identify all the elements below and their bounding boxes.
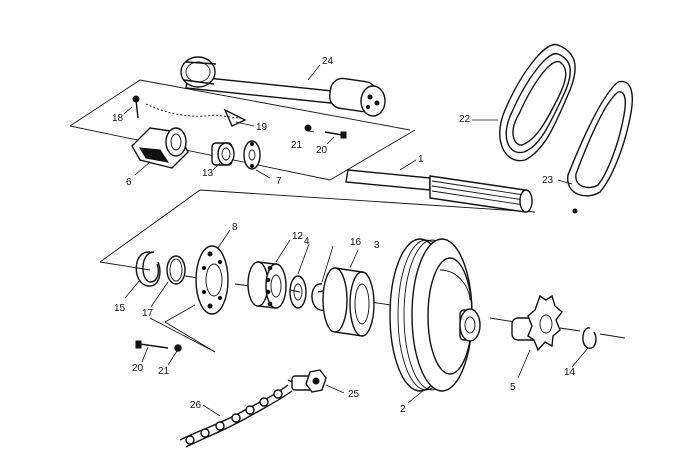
callout-3: 3 bbox=[374, 240, 380, 251]
lower-nut-part bbox=[174, 344, 182, 352]
bushing-part bbox=[322, 267, 375, 337]
upper-nut-part bbox=[304, 124, 312, 132]
callout-19: 19 bbox=[256, 122, 268, 133]
pto-shaft-part bbox=[180, 56, 386, 117]
circlip-right-part bbox=[582, 327, 597, 349]
callout-22: 22 bbox=[459, 114, 471, 125]
callout-4: 4 bbox=[304, 236, 310, 247]
callout-21-upper: 21 bbox=[291, 140, 303, 151]
callout-12: 12 bbox=[292, 231, 304, 242]
circlip-left-part bbox=[135, 251, 161, 287]
double-v-belt-part bbox=[499, 43, 576, 162]
chain-tensioner-part bbox=[287, 369, 327, 393]
callout-14: 14 bbox=[564, 367, 576, 378]
callout-25: 25 bbox=[348, 389, 360, 400]
bearing-housing-part bbox=[131, 127, 189, 169]
callout-2: 2 bbox=[400, 404, 406, 415]
callout-26: 26 bbox=[190, 400, 202, 411]
roller-chain-part bbox=[179, 384, 293, 448]
callout-23: 23 bbox=[542, 175, 554, 186]
sprocket-part bbox=[511, 294, 563, 352]
callout-24: 24 bbox=[322, 56, 334, 67]
callout-18: 18 bbox=[112, 113, 124, 124]
callout-13: 13 bbox=[202, 168, 214, 179]
callout-6: 6 bbox=[126, 177, 132, 188]
chain-bolt-part bbox=[132, 95, 140, 119]
lower-bolt-part bbox=[135, 340, 169, 349]
single-v-belt-part bbox=[567, 80, 633, 197]
safety-chain-part bbox=[145, 103, 247, 127]
callout-numbers: 1 2 3 4 5 6 7 8 12 13 14 15 16 17 18 19 … bbox=[112, 56, 576, 415]
callout-8: 8 bbox=[232, 222, 238, 233]
main-shaft-part bbox=[345, 169, 578, 214]
callout-5: 5 bbox=[510, 382, 516, 393]
upper-bolt-part bbox=[324, 131, 347, 139]
leader-lines bbox=[123, 64, 589, 417]
callout-7: 7 bbox=[276, 176, 282, 187]
main-axis-line bbox=[99, 261, 626, 339]
flange-plate-part bbox=[195, 245, 229, 315]
callout-15: 15 bbox=[114, 303, 126, 314]
callout-16: 16 bbox=[350, 237, 362, 248]
spacer-washer-part bbox=[289, 275, 307, 309]
callout-21-lower: 21 bbox=[158, 366, 170, 377]
callout-20-lower: 20 bbox=[132, 363, 144, 374]
main-bearing-part bbox=[247, 261, 287, 309]
small-bearing-part bbox=[211, 142, 235, 166]
pulley-part bbox=[389, 238, 481, 392]
callout-17: 17 bbox=[142, 308, 154, 319]
callout-20-upper: 20 bbox=[316, 145, 328, 156]
snap-ring-part bbox=[166, 255, 186, 285]
flange-washer-part bbox=[243, 140, 261, 170]
lower-assembly-outline bbox=[99, 189, 536, 353]
callout-1: 1 bbox=[418, 154, 424, 165]
